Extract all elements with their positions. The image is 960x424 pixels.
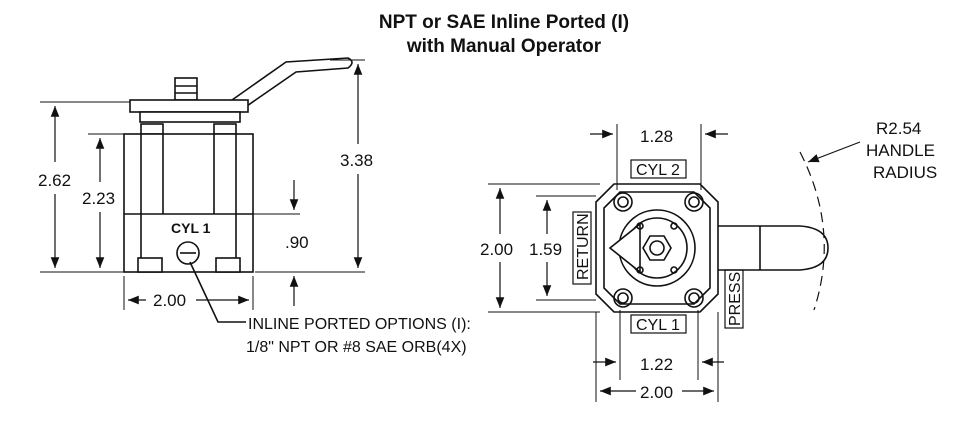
side-view (40, 57, 365, 323)
radius-label-line1: R2.54 (876, 119, 921, 138)
callout-line2: 1/8" NPT OR #8 SAE ORB(4X) (246, 339, 467, 356)
radius-label-line2: HANDLE (866, 141, 935, 160)
diagram-title-line2: with Manual Operator (406, 36, 602, 57)
handle-plate (129, 99, 249, 113)
stem-nut (174, 77, 198, 101)
top-port-cyl1: CYL 1 (636, 317, 680, 334)
dim-side-width: 2.00 (153, 291, 186, 310)
top-port-return: RETURN (575, 213, 592, 280)
dim-body-height: 2.23 (82, 189, 115, 208)
radius-label-line3: RADIUS (873, 163, 937, 182)
diagram-title-line1: NPT or SAE Inline Ported (I) (378, 12, 630, 33)
dim-top-spacing: 1.28 (640, 127, 673, 146)
dim-overall-height: 2.62 (38, 171, 71, 190)
top-port-press: PRESS (727, 272, 744, 326)
top-handle (689, 225, 829, 271)
top-view (488, 124, 861, 402)
dim-top-overall-height: 2.00 (480, 240, 513, 259)
dim-top-overall-width: 2.00 (640, 383, 673, 402)
handle-radius-arc (799, 151, 825, 311)
handle-lever (204, 57, 353, 109)
cyl1-port (176, 241, 200, 265)
dim-top-inner-height: 1.59 (529, 240, 562, 259)
valve-body (123, 133, 254, 273)
top-port-cyl2: CYL 2 (636, 162, 680, 179)
dim-port-height: .90 (285, 233, 309, 252)
side-port-label: CYL 1 (171, 220, 211, 236)
dim-handle-height: 3.38 (340, 151, 373, 170)
callout-line1: INLINE PORTED OPTIONS (I): (248, 316, 471, 333)
dim-bottom-spacing: 1.22 (640, 355, 673, 374)
